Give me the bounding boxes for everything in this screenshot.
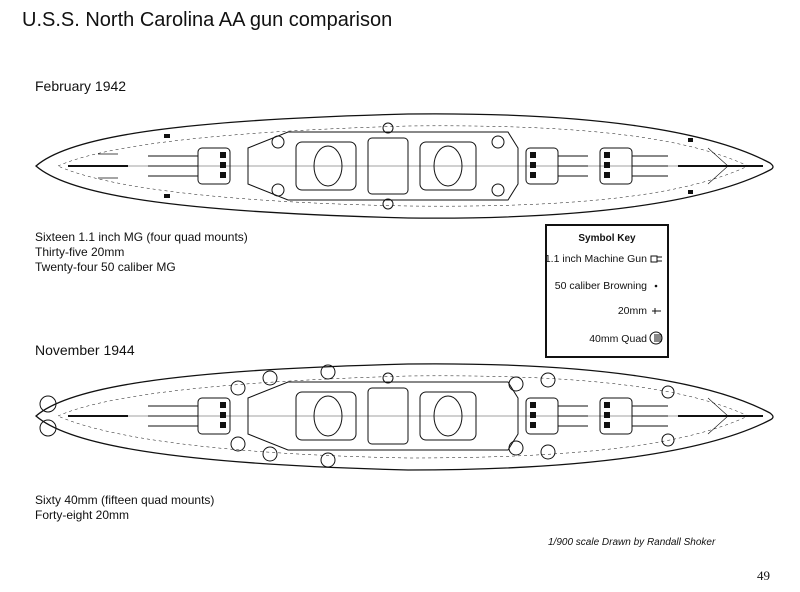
- ship-plan-1944: [35, 363, 774, 471]
- key-label-machine-gun: 1.1 inch Machine Gun: [544, 253, 647, 265]
- ship-plan-1942: [35, 113, 774, 219]
- machine-gun-icon: [650, 255, 662, 263]
- caption-line: Sixteen 1.1 inch MG (four quad mounts): [35, 230, 248, 244]
- symbol-key-title: Symbol Key: [578, 233, 636, 244]
- section-heading-nov-1944: November 1944: [35, 342, 135, 358]
- section-heading-feb-1942: February 1942: [35, 78, 127, 94]
- page-title: U.S.S. North Carolina AA gun comparison: [22, 9, 393, 31]
- caption-line: Thirty-five 20mm: [35, 245, 125, 259]
- key-label-20mm: 20mm: [617, 305, 647, 317]
- caption-line: Sixty 40mm (fifteen quad mounts): [35, 493, 215, 507]
- 20mm-icon: [652, 308, 661, 314]
- caption-nov-1944: Sixty 40mm (fifteen quad mounts) Forty-e…: [35, 493, 214, 523]
- browning-icon: [654, 284, 658, 288]
- caption-line: Twenty-four 50 caliber MG: [35, 260, 176, 274]
- key-label-browning: 50 caliber Browning: [554, 280, 647, 292]
- symbol-key: Symbol Key 1.1 inch Machine Gun 50 calib…: [545, 224, 669, 358]
- drawing-credit: 1/900 scale Drawn by Randall Shoker: [548, 537, 716, 548]
- caption-feb-1942: Sixteen 1.1 inch MG (four quad mounts) T…: [35, 230, 248, 275]
- key-label-40mm-quad: 40mm Quad: [589, 333, 647, 345]
- 40mm-quad-icon: [649, 331, 663, 345]
- caption-line: Forty-eight 20mm: [35, 508, 130, 522]
- page-number: 49: [757, 568, 770, 583]
